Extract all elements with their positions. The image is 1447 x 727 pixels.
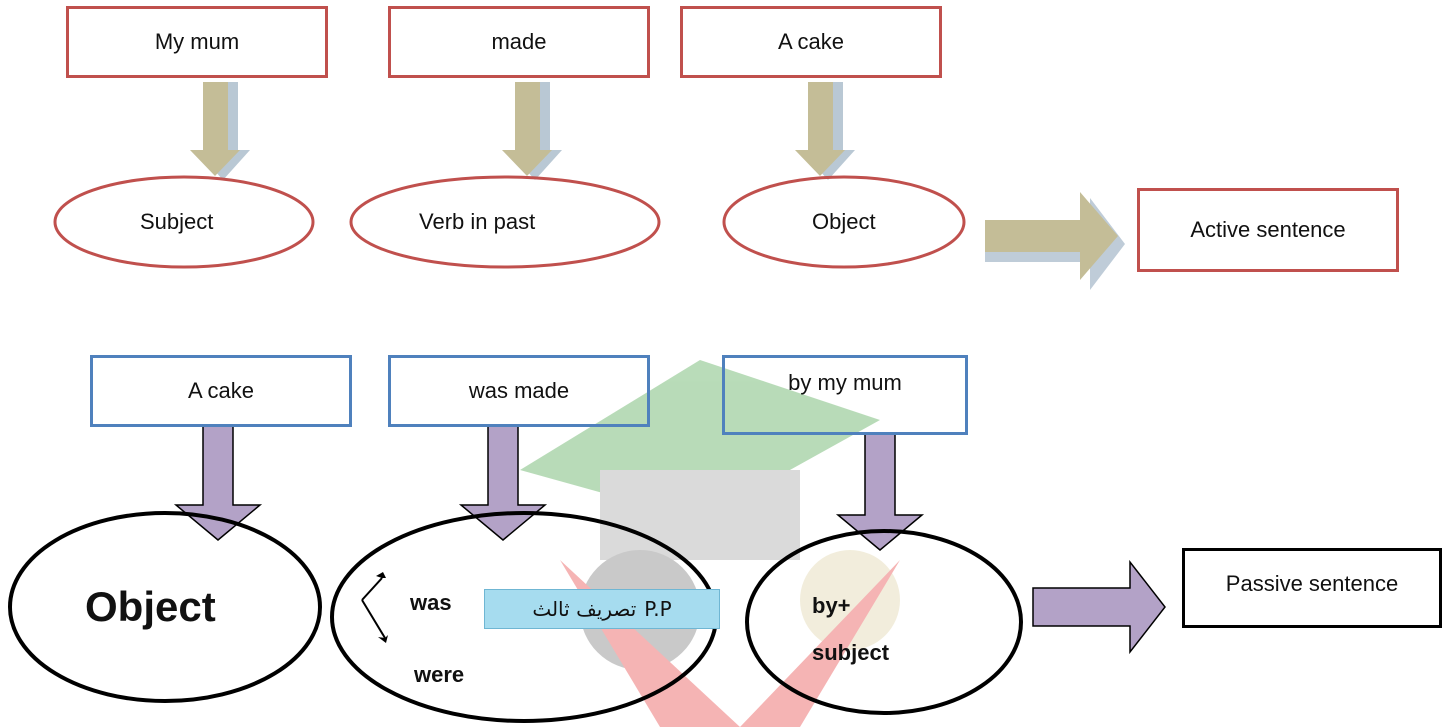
box-was-made-label: was made — [468, 378, 570, 403]
passive-sentence-label: Passive sentence — [1225, 571, 1399, 596]
oval-object — [722, 175, 966, 269]
watermark-circle-right — [800, 550, 900, 650]
box-my-mum: My mum — [66, 6, 328, 78]
box-passive-sentence: Passive sentence — [1182, 548, 1442, 628]
label-were: were — [414, 662, 465, 687]
oval-object-passive — [8, 511, 322, 703]
label-by: by+ — [812, 593, 851, 618]
box-a-cake-label: A cake — [777, 29, 845, 54]
box-my-mum-label: My mum — [154, 29, 240, 54]
watermark-red-right — [740, 560, 900, 727]
arrow-down-1 — [190, 82, 250, 180]
arrow-down-5 — [458, 424, 548, 541]
arrow-right-active — [985, 192, 1125, 290]
pp-note: تصريف ثالث P.P — [484, 589, 720, 629]
oval-subject — [53, 175, 315, 269]
was-were-bracket — [361, 572, 388, 643]
oval-by-subject — [745, 529, 1023, 715]
arrow-down-2 — [502, 82, 562, 180]
label-subject: Subject — [140, 209, 214, 234]
box-active-sentence: Active sentence — [1137, 188, 1399, 272]
arrow-down-4 — [173, 424, 263, 541]
box-by-my-mum: by my mum — [722, 355, 968, 435]
pp-latin: P.P — [644, 597, 672, 621]
arrow-down-3 — [795, 82, 855, 180]
label-object: Object — [812, 209, 876, 234]
box-by-my-mum-label: by my mum — [788, 370, 902, 395]
pp-arabic: تصريف ثالث — [532, 597, 637, 621]
active-sentence-label: Active sentence — [1190, 217, 1346, 242]
box-a-cake: A cake — [680, 6, 942, 78]
label-object-passive: Object — [85, 583, 216, 630]
label-subject-passive: subject — [812, 640, 890, 665]
oval-verb — [349, 175, 661, 269]
box-was-made: was made — [388, 355, 650, 427]
arrow-right-passive — [1032, 559, 1166, 655]
label-was: was — [410, 590, 452, 615]
box-a-cake-passive: A cake — [90, 355, 352, 427]
box-a-cake-passive-label: A cake — [187, 378, 255, 403]
box-made: made — [388, 6, 650, 78]
label-verb-in-past: Verb in past — [419, 209, 536, 234]
box-made-label: made — [491, 29, 547, 54]
